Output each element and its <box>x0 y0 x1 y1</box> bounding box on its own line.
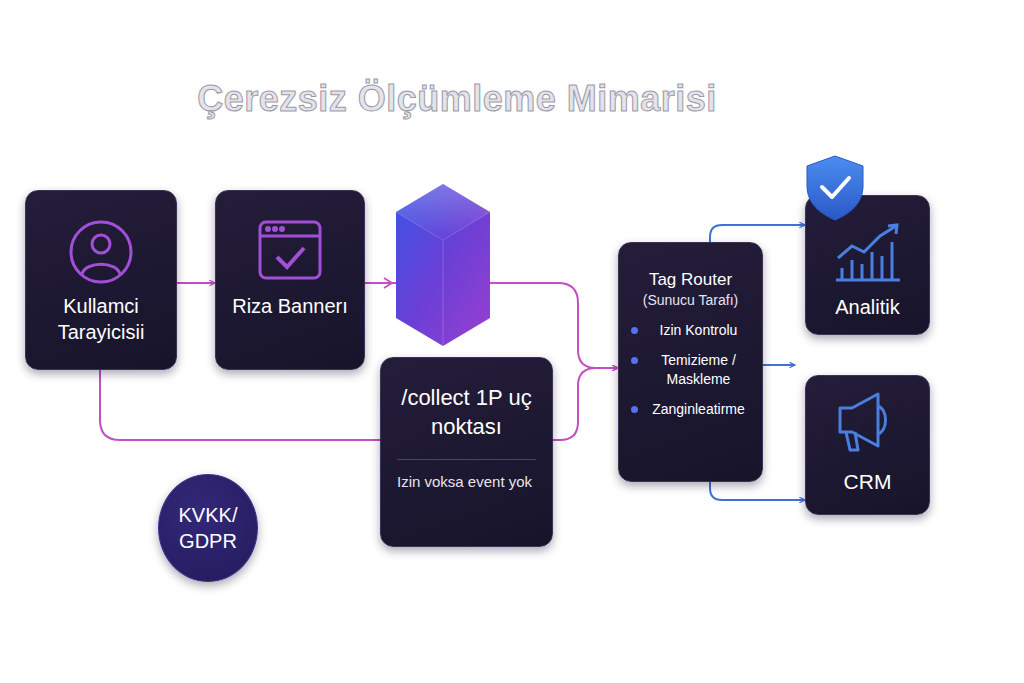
hexagon-shape <box>396 184 490 346</box>
flow-connector <box>100 370 380 440</box>
bullet-item: Zanginleatirme <box>629 400 752 418</box>
megaphone-icon <box>840 394 886 450</box>
node-heading: Tag Router <box>629 269 752 291</box>
node-label: Analitik <box>816 294 919 320</box>
flow-connector <box>710 482 805 500</box>
arrow-head <box>384 278 392 288</box>
diagram-title: Çerezsiz Ölçümleme Mimarisi <box>0 78 914 120</box>
bullet-item: Izin Kontrolu <box>629 321 752 339</box>
process-box: Tag Router(Sunucu Tarafı)Izin KontroluTe… <box>618 242 763 482</box>
decor-arrow <box>763 365 795 366</box>
process-box: Riza Bannerı <box>215 190 365 370</box>
node-note: Izin voksa event yok <box>397 459 536 492</box>
node-label: Riza Bannerı <box>226 293 354 319</box>
process-box: /collect 1P uç noktasıIzin voksa event y… <box>380 357 553 547</box>
node-heading: /collect 1P uç noktası <box>391 384 542 459</box>
compliance-badge: KVKK/ GDPR <box>158 474 258 582</box>
node-subheading: (Sunucu Tarafı) <box>629 291 752 321</box>
process-box: CRM <box>805 375 930 515</box>
chart-icon <box>836 225 900 280</box>
shield-icon <box>807 156 863 220</box>
hexagon-facet <box>396 184 490 240</box>
process-box: Analitik <box>805 195 930 335</box>
process-box: Kullamci Tarayicisii <box>25 190 177 370</box>
flow-connector <box>177 282 215 284</box>
node-label: Kullamci Tarayicisii <box>36 293 166 345</box>
node-label: CRM <box>816 468 919 495</box>
hexagon-edges <box>396 212 490 346</box>
output-arrow <box>763 364 795 366</box>
node-label: KVKK/ GDPR <box>167 502 249 554</box>
banner-icon <box>260 222 320 278</box>
flow-connector <box>553 368 618 440</box>
bullet-item: Temizieme / Maskleme <box>629 351 752 387</box>
flow-connector <box>710 225 805 242</box>
user-icon <box>71 222 131 282</box>
